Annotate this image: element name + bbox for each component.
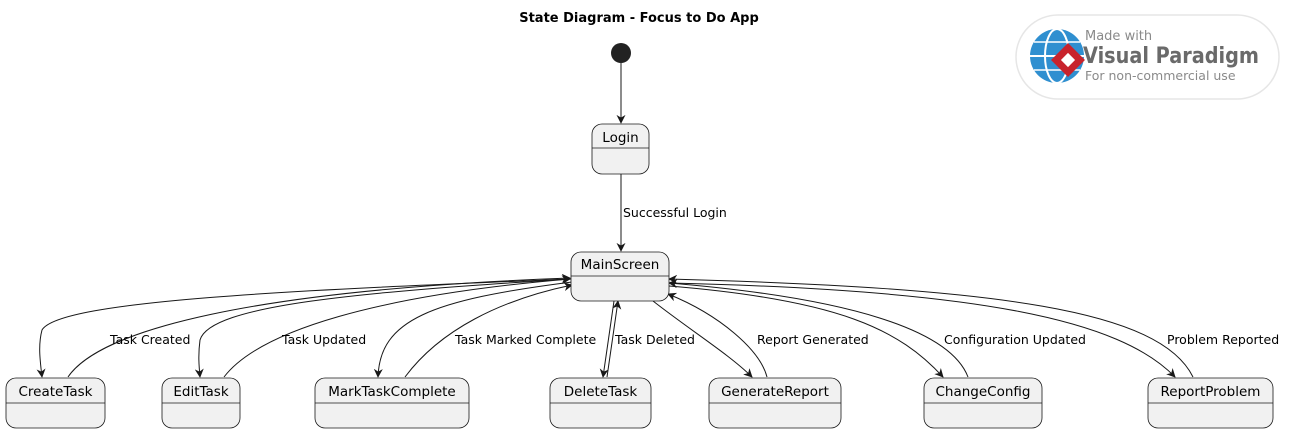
label-report-generated: Report Generated — [757, 332, 869, 347]
state-marktaskcomplete-label: MarkTaskComplete — [328, 384, 456, 400]
label-task-deleted: Task Deleted — [614, 332, 695, 347]
initial-node — [611, 43, 631, 63]
edge-mainscreen-generatereport — [652, 300, 753, 378]
edge-marktaskcomplete-mainscreen — [404, 282, 573, 378]
transition-edges — [36, 63, 1194, 378]
edge-edittask-mainscreen — [223, 275, 571, 378]
edge-mainscreen-deletetask — [599, 300, 615, 378]
edge-deletetask-mainscreen — [606, 300, 622, 378]
state-changeconfig[interactable]: ChangeConfig — [923, 377, 1043, 429]
label-task-updated: Task Updated — [281, 332, 366, 347]
diagram-title: State Diagram - Focus to Do App — [519, 11, 759, 26]
state-edittask-label: EditTask — [173, 384, 228, 400]
label-task-marked-complete: Task Marked Complete — [454, 332, 596, 347]
visual-paradigm-watermark: Made with Visual Paradigm For non-commer… — [1015, 14, 1280, 100]
watermark-note: For non-commercial use — [1085, 68, 1236, 83]
state-reportproblem[interactable]: ReportProblem — [1147, 377, 1274, 429]
edge-mainscreen-createtask — [36, 278, 572, 378]
edge-mainscreen-reportproblem — [668, 282, 1176, 378]
watermark-made-with: Made with — [1085, 29, 1152, 44]
state-deletetask[interactable]: DeleteTask — [549, 377, 652, 429]
state-marktaskcomplete[interactable]: MarkTaskComplete — [314, 377, 470, 429]
label-configuration-updated: Configuration Updated — [944, 332, 1086, 347]
state-mainscreen-label: MainScreen — [581, 257, 660, 273]
state-generatereport[interactable]: GenerateReport — [708, 377, 842, 429]
label-successful-login: Successful Login — [623, 205, 727, 220]
state-deletetask-label: DeleteTask — [564, 384, 638, 400]
transition-labels: Successful Login Task Created Task Updat… — [109, 205, 1279, 347]
state-createtask[interactable]: CreateTask — [5, 377, 106, 429]
state-edittask[interactable]: EditTask — [161, 377, 241, 429]
globe-logo-icon — [1030, 28, 1085, 84]
edge-changeconfig-mainscreen — [668, 279, 969, 378]
state-login-label: Login — [602, 130, 638, 146]
label-problem-reported: Problem Reported — [1167, 332, 1279, 347]
state-mainscreen[interactable]: MainScreen — [570, 251, 670, 302]
edge-generatereport-mainscreen — [667, 292, 768, 378]
state-changeconfig-label: ChangeConfig — [935, 384, 1030, 400]
edge-mainscreen-changeconfig — [668, 285, 944, 378]
edge-mainscreen-edittask — [194, 278, 572, 378]
watermark-brand: Visual Paradigm — [1083, 44, 1259, 69]
label-task-created: Task Created — [109, 332, 190, 347]
state-reportproblem-label: ReportProblem — [1161, 384, 1261, 400]
edge-reportproblem-mainscreen — [668, 274, 1194, 378]
edge-mainscreen-marktaskcomplete — [373, 281, 573, 378]
edge-createtask-mainscreen — [67, 273, 571, 378]
state-login[interactable]: Login — [591, 123, 650, 175]
state-createtask-label: CreateTask — [19, 384, 93, 400]
state-generatereport-label: GenerateReport — [721, 384, 829, 400]
